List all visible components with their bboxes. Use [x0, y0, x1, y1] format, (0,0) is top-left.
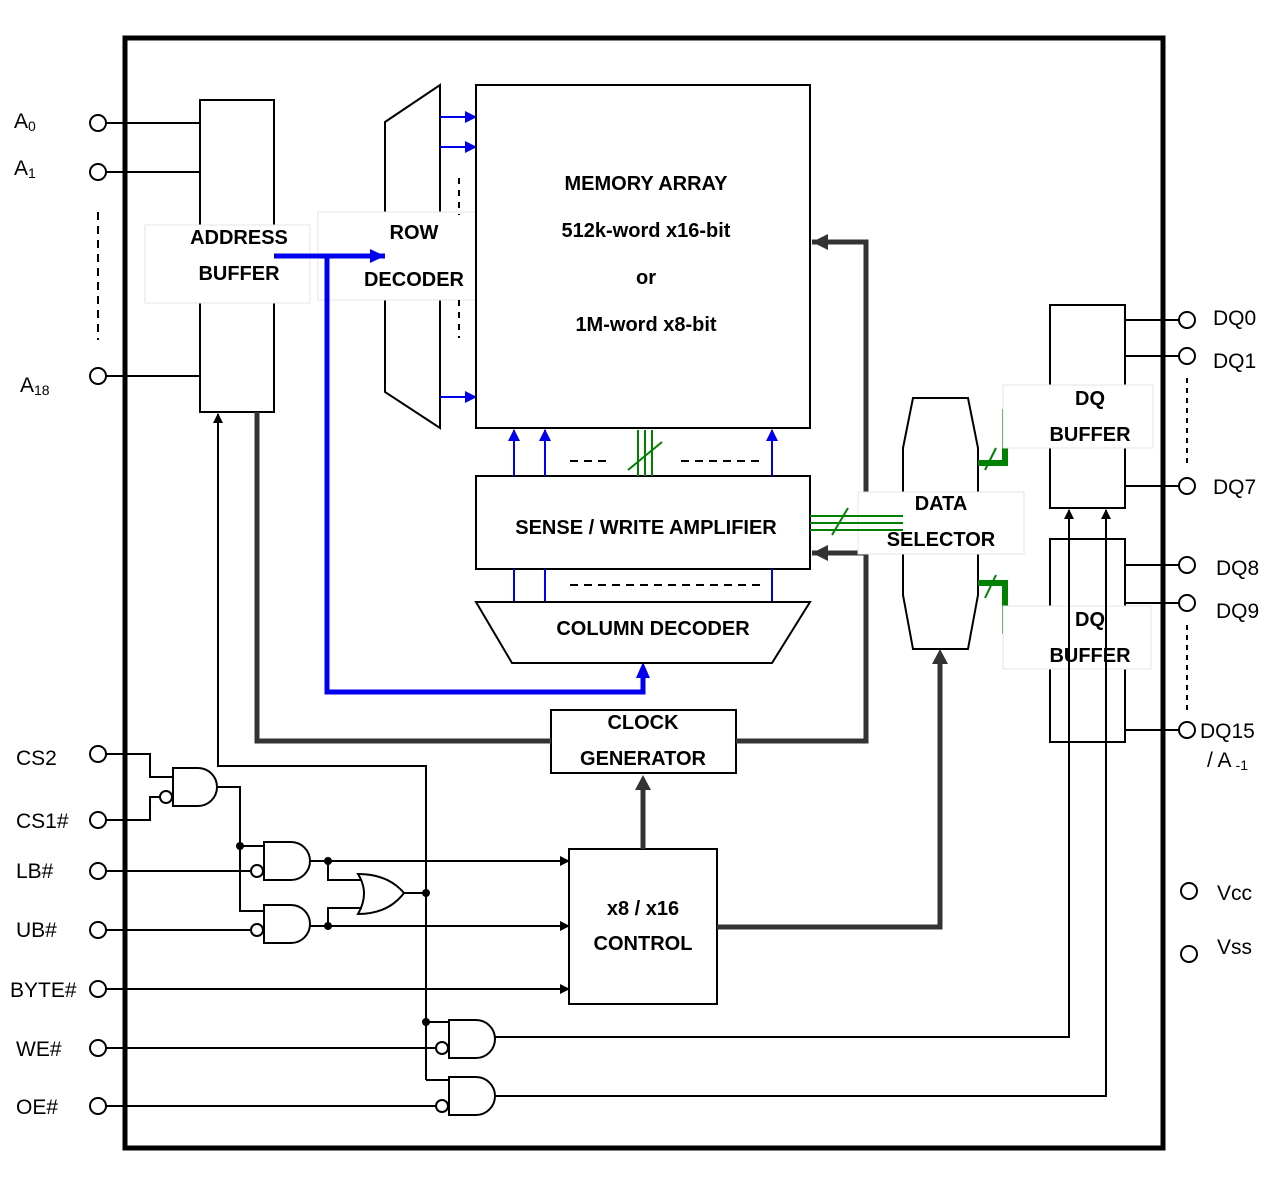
pin-cs2: CS2 [16, 745, 107, 770]
address-buffer-label-1: ADDRESS [190, 227, 288, 249]
svg-text:DQ7: DQ7 [1213, 476, 1256, 499]
svg-text:A0: A0 [14, 110, 36, 134]
pin-ub: UB# [16, 919, 107, 942]
pin-lb: LB# [16, 860, 107, 883]
svg-text:DQ9: DQ9 [1216, 600, 1259, 623]
pin-a1: A1 [14, 157, 200, 181]
dq-buffer-upper-label-2: BUFFER [1049, 424, 1131, 446]
and-gate-we [106, 742, 1070, 1059]
control-box [568, 848, 718, 1005]
svg-text:BYTE#: BYTE# [10, 979, 77, 1002]
control-label-1: x8 / x16 [607, 898, 679, 920]
row-decoder-label-2: DECODER [364, 269, 465, 291]
and-gate-cs [106, 753, 264, 912]
svg-text:Vss: Vss [1217, 936, 1252, 959]
svg-text:CS1#: CS1# [16, 810, 69, 833]
svg-text:DQ8: DQ8 [1216, 557, 1259, 580]
pin-dq0: DQ0 [1125, 307, 1256, 330]
pin-cs1: CS1# [16, 810, 107, 833]
pin-a18: A18 [20, 367, 200, 398]
chip-outline [122, 35, 1166, 1151]
svg-text:OE#: OE# [16, 1096, 58, 1119]
svg-text:UB#: UB# [16, 919, 57, 942]
pin-vss: Vss [1180, 936, 1252, 963]
data-selector-label-1: DATA [915, 493, 968, 515]
row-decoder-label-1: ROW [390, 222, 439, 244]
clock-generator-label-2: GENERATOR [580, 748, 706, 770]
memory-array-box [475, 84, 811, 429]
svg-text:WE#: WE# [16, 1038, 62, 1061]
svg-text:/ A-1: / A-1 [1207, 749, 1248, 773]
and-gate-lb [106, 841, 570, 881]
pin-oe: OE# [16, 1096, 107, 1119]
pin-dq9: DQ9 [1125, 594, 1259, 623]
svg-text:A18: A18 [20, 374, 50, 398]
control-label-2: CONTROL [594, 933, 693, 955]
pin-dq7: DQ7 [1125, 476, 1256, 499]
data-selector-label-2: SELECTOR [887, 529, 996, 551]
pin-we: WE# [16, 1038, 107, 1061]
pin-a0: A0 [14, 110, 200, 134]
pin-dq1: DQ1 [1125, 347, 1256, 373]
clock-to-address-buffer [254, 412, 551, 744]
dq-buffer-upper-label-1: DQ [1075, 388, 1105, 410]
pin-dq8: DQ8 [1125, 556, 1259, 580]
svg-text:DQ15: DQ15 [1200, 720, 1255, 743]
svg-text:Vcc: Vcc [1217, 882, 1252, 905]
and-gate-ub [106, 904, 570, 944]
memory-array-line-3: or [636, 267, 656, 289]
svg-text:LB#: LB# [16, 860, 54, 883]
dq-buffer-lower-label-2: BUFFER [1049, 645, 1131, 667]
svg-text:A1: A1 [14, 157, 36, 181]
memory-array-line-4: 1M-word x8-bit [575, 314, 716, 336]
sense-amp-label: SENSE / WRITE AMPLIFIER [515, 517, 777, 539]
pin-dq15: DQ15 / A-1 [1125, 720, 1255, 773]
memory-array-title: MEMORY ARRAY [565, 173, 729, 195]
dq-buffer-lower-label-1: DQ [1075, 609, 1105, 631]
address-buffer-label-2: BUFFER [198, 263, 280, 285]
column-decoder-shape [474, 601, 812, 664]
svg-text:DQ1: DQ1 [1213, 350, 1256, 373]
svg-text:CS2: CS2 [16, 747, 57, 770]
pin-byte: BYTE# [10, 979, 107, 1002]
column-decoder-label: COLUMN DECODER [556, 618, 750, 640]
control-to-data-selector [717, 664, 943, 930]
sense-amp-box [475, 475, 811, 570]
clock-generator-label-1: CLOCK [607, 712, 679, 734]
svg-text:DQ0: DQ0 [1213, 307, 1256, 330]
memory-array-line-2: 512k-word x16-bit [562, 220, 731, 242]
and-gate-oe [106, 742, 1107, 1116]
pin-vcc: Vcc [1180, 882, 1252, 905]
